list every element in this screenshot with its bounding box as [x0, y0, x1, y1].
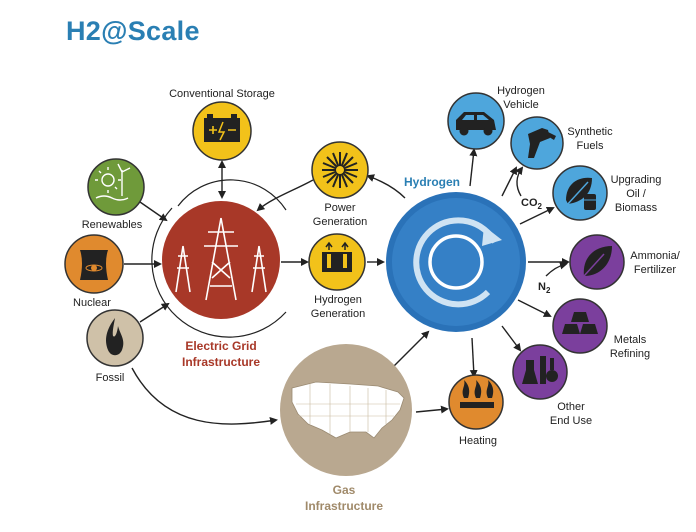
arrow-gas-heating: [415, 405, 449, 414]
page-title: H2@Scale: [66, 16, 200, 46]
other-end-use-label-1: Other: [557, 401, 585, 413]
car-icon: [456, 112, 496, 136]
heating-flame-icon: [460, 380, 494, 408]
flame-icon: [106, 318, 124, 356]
n2-label: N2: [538, 281, 551, 295]
ammonia-label-1: Ammonia/: [630, 250, 680, 262]
conventional-storage-label: Conventional Storage: [169, 88, 275, 100]
arrow-h2-other: [501, 325, 522, 352]
arrow-h2-vehicle: [469, 148, 478, 187]
arrow-h2-upgrading: [519, 207, 555, 225]
synthetic-fuels-node: [510, 116, 564, 170]
synthetic-fuels-label-2: Fuels: [577, 140, 604, 152]
fossil-node: [86, 309, 144, 367]
arrow-fossil-gas: [131, 367, 278, 425]
arrow-h2-power: [366, 174, 406, 199]
renewables-icon: [95, 163, 131, 201]
hydrogen-node: [386, 192, 526, 332]
arrow-h2-metals: [517, 299, 552, 317]
hydrogen-vehicle-node: [447, 92, 505, 150]
hydrogen-generation-label-2: Generation: [311, 308, 365, 320]
arrow-fossil-grid: [139, 302, 170, 323]
other-end-use-node: [512, 344, 568, 400]
gas-label-2: Infrastructure: [305, 499, 383, 513]
fossil-label: Fossil: [96, 372, 125, 384]
hydrogen-generation-node: [308, 233, 366, 291]
ammonia-label-2: Fertilizer: [634, 264, 677, 276]
lab-equipment-icon: [522, 356, 558, 384]
electrolyzer-icon: [322, 241, 352, 272]
grid-circle: [162, 201, 280, 319]
nuclear-label: Nuclear: [73, 297, 111, 309]
ammonia-node: [569, 234, 625, 290]
arrow-h2-heating: [469, 337, 478, 378]
arrow-renewables-grid: [139, 201, 168, 222]
renewables-node: [87, 158, 145, 216]
metal-ingots-icon: [562, 312, 598, 334]
hydrogen-generation-label-1: Hydrogen: [314, 294, 362, 306]
electric-grid-node: [151, 179, 287, 338]
power-generation-node: [311, 141, 369, 199]
arrow-h2-synthetic: [501, 166, 517, 197]
nuclear-node: [64, 234, 124, 294]
power-generation-label-1: Power: [324, 202, 356, 214]
other-end-use-label-2: End Use: [550, 415, 592, 427]
conventional-storage-node: [192, 101, 252, 161]
synthetic-fuels-label-1: Synthetic: [567, 126, 613, 138]
battery-icon: [204, 114, 240, 142]
fuel-nozzle-icon: [528, 128, 556, 158]
gas-infrastructure-node: [280, 344, 412, 476]
hydrogen-vehicle-label-1: Hydrogen: [497, 85, 545, 97]
hydrogen-vehicle-label-2: Vehicle: [503, 99, 538, 111]
metals-refining-node: [552, 298, 608, 354]
upgrading-oil-node: [552, 165, 608, 221]
grid-label-1: Electric Grid: [185, 339, 256, 353]
gas-label-1: Gas: [333, 483, 356, 497]
power-tower-icon: [175, 217, 267, 301]
arrow-gas-h2: [386, 330, 430, 374]
arrow-power-grid: [256, 179, 314, 212]
leaf-barrel-icon: [565, 177, 596, 210]
metals-label-1: Metals: [614, 334, 647, 346]
us-map-icon: [291, 381, 405, 439]
arrow-co2-synthetic: [515, 166, 524, 197]
arrow-n2-ammonia: [545, 261, 568, 277]
grid-label-2: Infrastructure: [182, 355, 260, 369]
upgrading-label-1: Upgrading: [611, 174, 662, 186]
hydrogen-label: Hydrogen: [404, 175, 460, 189]
connectors: [124, 148, 570, 425]
renewables-label: Renewables: [82, 219, 143, 231]
h2-swirl-icon: [413, 217, 498, 308]
metals-label-2: Refining: [610, 348, 650, 360]
nuclear-icon: [80, 250, 108, 280]
upgrading-label-3: Biomass: [615, 202, 658, 214]
upgrading-label-2: Oil /: [626, 188, 647, 200]
heating-label: Heating: [459, 435, 497, 447]
heating-node: [448, 374, 504, 430]
power-generation-label-2: Generation: [313, 216, 367, 228]
co2-label: CO2: [521, 197, 543, 211]
